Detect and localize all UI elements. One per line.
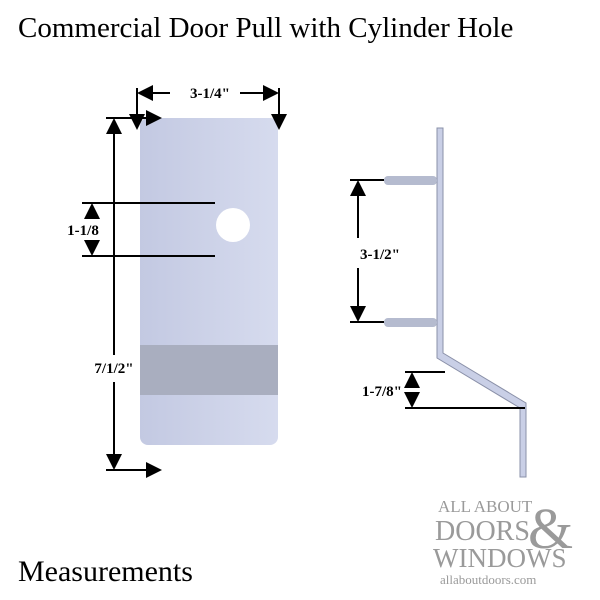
side-view [384, 127, 527, 478]
mounting-pin [384, 318, 437, 327]
brand-logo: ALL ABOUT DOORS & WINDOWS allaboutdoors.… [433, 496, 573, 587]
hole-label: 1-1/8 [67, 223, 99, 239]
svg-text:DOORS: DOORS [435, 516, 530, 547]
height-dimension [106, 110, 162, 478]
svg-text:ALL ABOUT: ALL ABOUT [438, 497, 533, 516]
cylinder-hole [216, 208, 250, 242]
svg-text:WINDOWS: WINDOWS [433, 543, 566, 573]
svg-text:&: & [528, 496, 573, 561]
mounting-pin [384, 176, 437, 185]
pin-spacing-label: 3-1/2" [360, 247, 400, 263]
width-dimension [129, 85, 287, 130]
svg-text:allaboutdoors.com: allaboutdoors.com [440, 572, 536, 587]
height-label: 7/1/2" [94, 361, 133, 377]
pin-dimension [350, 179, 384, 323]
page-title: Commercial Door Pull with Cylinder Hole [18, 12, 514, 44]
front-plate [140, 118, 278, 445]
caption: Measurements [18, 555, 193, 588]
pull-band [140, 345, 278, 395]
offset-dimension [404, 371, 525, 409]
hole-dimension [82, 202, 215, 257]
offset-label: 1-7/8" [362, 384, 402, 400]
width-label: 3-1/4" [190, 86, 230, 102]
